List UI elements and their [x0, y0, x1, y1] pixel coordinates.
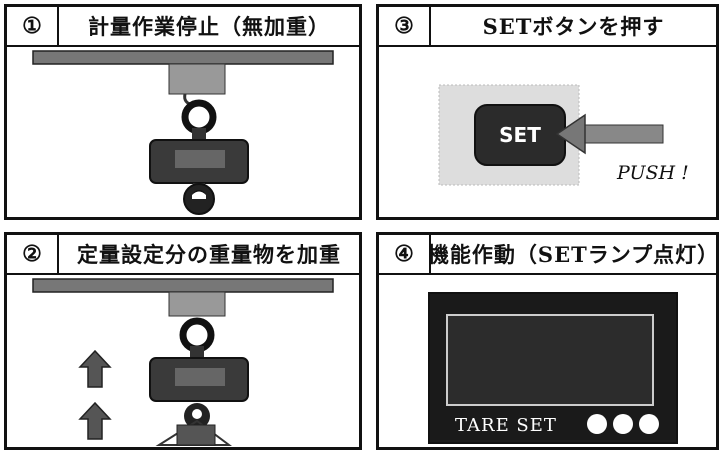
left-arrow-icon [555, 113, 586, 155]
push-label: PUSH ! [616, 162, 689, 184]
indicator-lamp-icon [587, 414, 607, 434]
panel-title: 計量作業停止（無加重） [88, 14, 330, 39]
panel-title: 定量設定分の重量物を加重 [77, 242, 341, 267]
display-panel-illustration: TARE SET [428, 292, 678, 444]
panel-title: 機能作動（SETランプ点灯） [431, 242, 716, 267]
overhead-beam [32, 50, 334, 65]
set-button-label: SET [499, 123, 541, 147]
panel-illustration [7, 47, 359, 217]
panel-illustration: TARE SET [379, 275, 716, 447]
step-number: ② [7, 235, 59, 273]
overhead-beam [32, 278, 334, 293]
crane-scale-loaded-illustration [32, 278, 334, 446]
trolley-block [168, 63, 226, 95]
panel-illustration: SET PUSH ! [379, 47, 716, 217]
lcd-screen [446, 314, 654, 406]
arrow-shaft [582, 124, 664, 144]
up-arrow-icon [78, 349, 112, 388]
trolley-block [168, 291, 226, 317]
panel-illustration [7, 275, 359, 447]
step-number: ③ [379, 7, 431, 45]
upper-shackle-icon [181, 99, 217, 135]
step-number: ① [7, 7, 59, 45]
up-arrow-icon [78, 401, 112, 440]
panel-step-3: ③ SETボタンを押す SET PUSH ! [376, 4, 719, 220]
panel-header: ③ SETボタンを押す [379, 7, 716, 47]
indicator-lamp-icon [639, 414, 659, 434]
upper-shackle-icon [179, 317, 215, 353]
step-number: ④ [379, 235, 431, 273]
panel-step-1: ① 計量作業停止（無加重） [4, 4, 362, 220]
panel-step-4: ④ 機能作動（SETランプ点灯） TARE SET [376, 232, 719, 450]
crane-scale-unloaded-illustration [32, 50, 334, 215]
panel-header: ② 定量設定分の重量物を加重 [7, 235, 359, 275]
indicator-lamp-icon [613, 414, 633, 434]
set-button-press-illustration: SET PUSH ! [438, 84, 689, 186]
weight-load-icon [176, 424, 216, 446]
panel-header: ① 計量作業停止（無加重） [7, 7, 359, 47]
panel-title: SETボタンを押す [482, 14, 665, 39]
panel-step-2: ② 定量設定分の重量物を加重 [4, 232, 362, 450]
panel-header: ④ 機能作動（SETランプ点灯） [379, 235, 716, 275]
tare-set-label: TARE SET [455, 415, 557, 436]
